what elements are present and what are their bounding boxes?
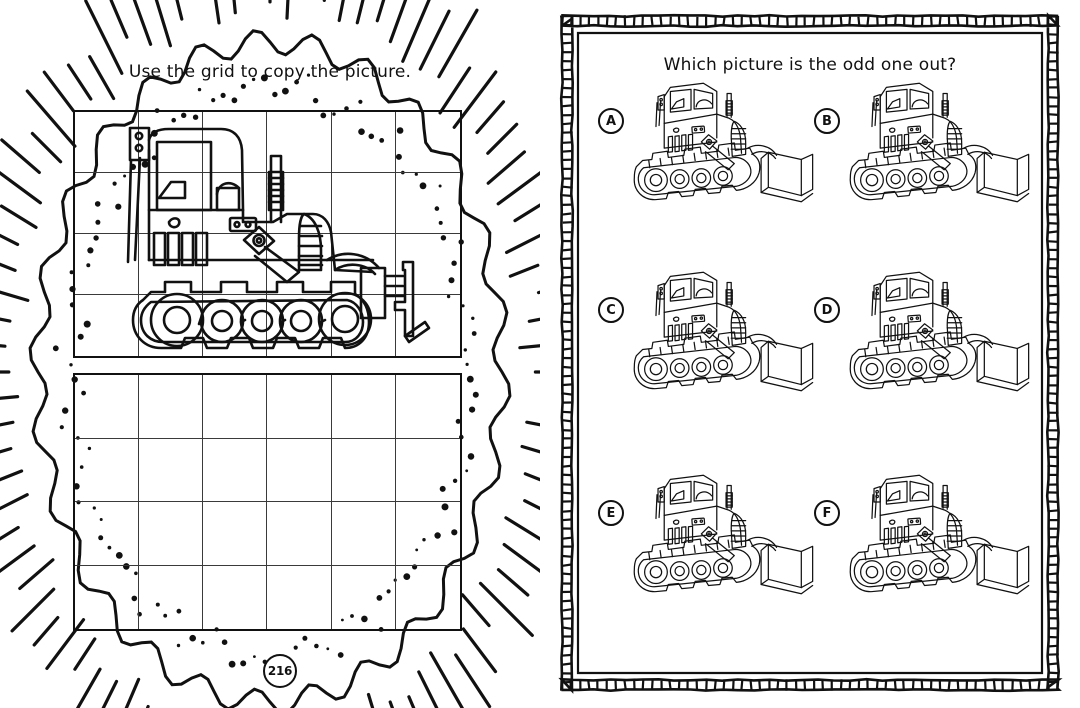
blank-grid-cell[interactable] bbox=[203, 502, 267, 566]
reference-grid-cell[interactable] bbox=[139, 112, 203, 173]
reference-grid-cell[interactable] bbox=[203, 173, 267, 234]
blank-grid-cell[interactable] bbox=[396, 566, 460, 630]
reference-grid-cell[interactable] bbox=[139, 234, 203, 295]
blank-grid-cell[interactable] bbox=[267, 439, 331, 503]
reference-grid bbox=[73, 110, 462, 358]
left-page: Use the grid to copy the picture. bbox=[0, 0, 540, 708]
option-badge-e[interactable]: E bbox=[598, 500, 624, 526]
right-page-title: Which picture is the odd one out? bbox=[540, 55, 1080, 75]
reference-grid-cell[interactable] bbox=[139, 173, 203, 234]
blank-grid-cell[interactable] bbox=[332, 439, 396, 503]
reference-grid-lines bbox=[73, 110, 462, 358]
reference-grid-cell[interactable] bbox=[396, 295, 460, 356]
blank-grid-cell[interactable] bbox=[139, 375, 203, 439]
reference-grid-cell[interactable] bbox=[396, 234, 460, 295]
blank-grid-cell[interactable] bbox=[332, 502, 396, 566]
blank-grid-cell[interactable] bbox=[139, 566, 203, 630]
reference-grid-cell[interactable] bbox=[75, 295, 139, 356]
reference-grid-cell[interactable] bbox=[267, 234, 331, 295]
right-page-hatched-frame bbox=[540, 0, 1080, 708]
reference-grid-cell[interactable] bbox=[332, 112, 396, 173]
blank-grid-cell[interactable] bbox=[75, 502, 139, 566]
reference-grid-cell[interactable] bbox=[267, 295, 331, 356]
blank-grid-cell[interactable] bbox=[332, 566, 396, 630]
page-number-left: 216 bbox=[263, 654, 297, 688]
blank-grid-cell[interactable] bbox=[332, 375, 396, 439]
blank-grid-cell[interactable] bbox=[203, 375, 267, 439]
left-page-title: Use the grid to copy the picture. bbox=[0, 62, 540, 82]
reference-grid-cell[interactable] bbox=[203, 234, 267, 295]
blank-grid-cell[interactable] bbox=[396, 502, 460, 566]
blank-grid-cell[interactable] bbox=[203, 439, 267, 503]
option-badge-f[interactable]: F bbox=[814, 500, 840, 526]
blank-grid-cell[interactable] bbox=[267, 375, 331, 439]
blank-grid-cell[interactable] bbox=[396, 439, 460, 503]
blank-drawing-grid[interactable] bbox=[73, 373, 462, 631]
blank-grid-lines[interactable] bbox=[73, 373, 462, 631]
option-badge-d[interactable]: D bbox=[814, 297, 840, 323]
reference-grid-cell[interactable] bbox=[75, 173, 139, 234]
reference-grid-cell[interactable] bbox=[267, 173, 331, 234]
reference-grid-cell[interactable] bbox=[75, 234, 139, 295]
blank-grid-cell[interactable] bbox=[139, 439, 203, 503]
reference-grid-cell[interactable] bbox=[75, 112, 139, 173]
blank-grid-cell[interactable] bbox=[267, 502, 331, 566]
reference-grid-cell[interactable] bbox=[396, 173, 460, 234]
option-badge-b[interactable]: B bbox=[814, 108, 840, 134]
reference-grid-cell[interactable] bbox=[332, 295, 396, 356]
option-badge-a[interactable]: A bbox=[598, 108, 624, 134]
reference-grid-cell[interactable] bbox=[203, 295, 267, 356]
reference-grid-cell[interactable] bbox=[203, 112, 267, 173]
blank-grid-cell[interactable] bbox=[75, 566, 139, 630]
reference-grid-cell[interactable] bbox=[139, 295, 203, 356]
right-page: Which picture is the odd one out? 217 A bbox=[540, 0, 1080, 708]
reference-grid-cell[interactable] bbox=[332, 234, 396, 295]
blank-grid-cell[interactable] bbox=[75, 375, 139, 439]
blank-grid-cell[interactable] bbox=[267, 566, 331, 630]
blank-grid-cell[interactable] bbox=[139, 502, 203, 566]
blank-grid-cell[interactable] bbox=[75, 439, 139, 503]
blank-grid-cell[interactable] bbox=[203, 566, 267, 630]
reference-grid-cell[interactable] bbox=[267, 112, 331, 173]
reference-grid-cell[interactable] bbox=[332, 173, 396, 234]
option-badge-c[interactable]: C bbox=[598, 297, 624, 323]
reference-grid-cell[interactable] bbox=[396, 112, 460, 173]
blank-grid-cell[interactable] bbox=[396, 375, 460, 439]
